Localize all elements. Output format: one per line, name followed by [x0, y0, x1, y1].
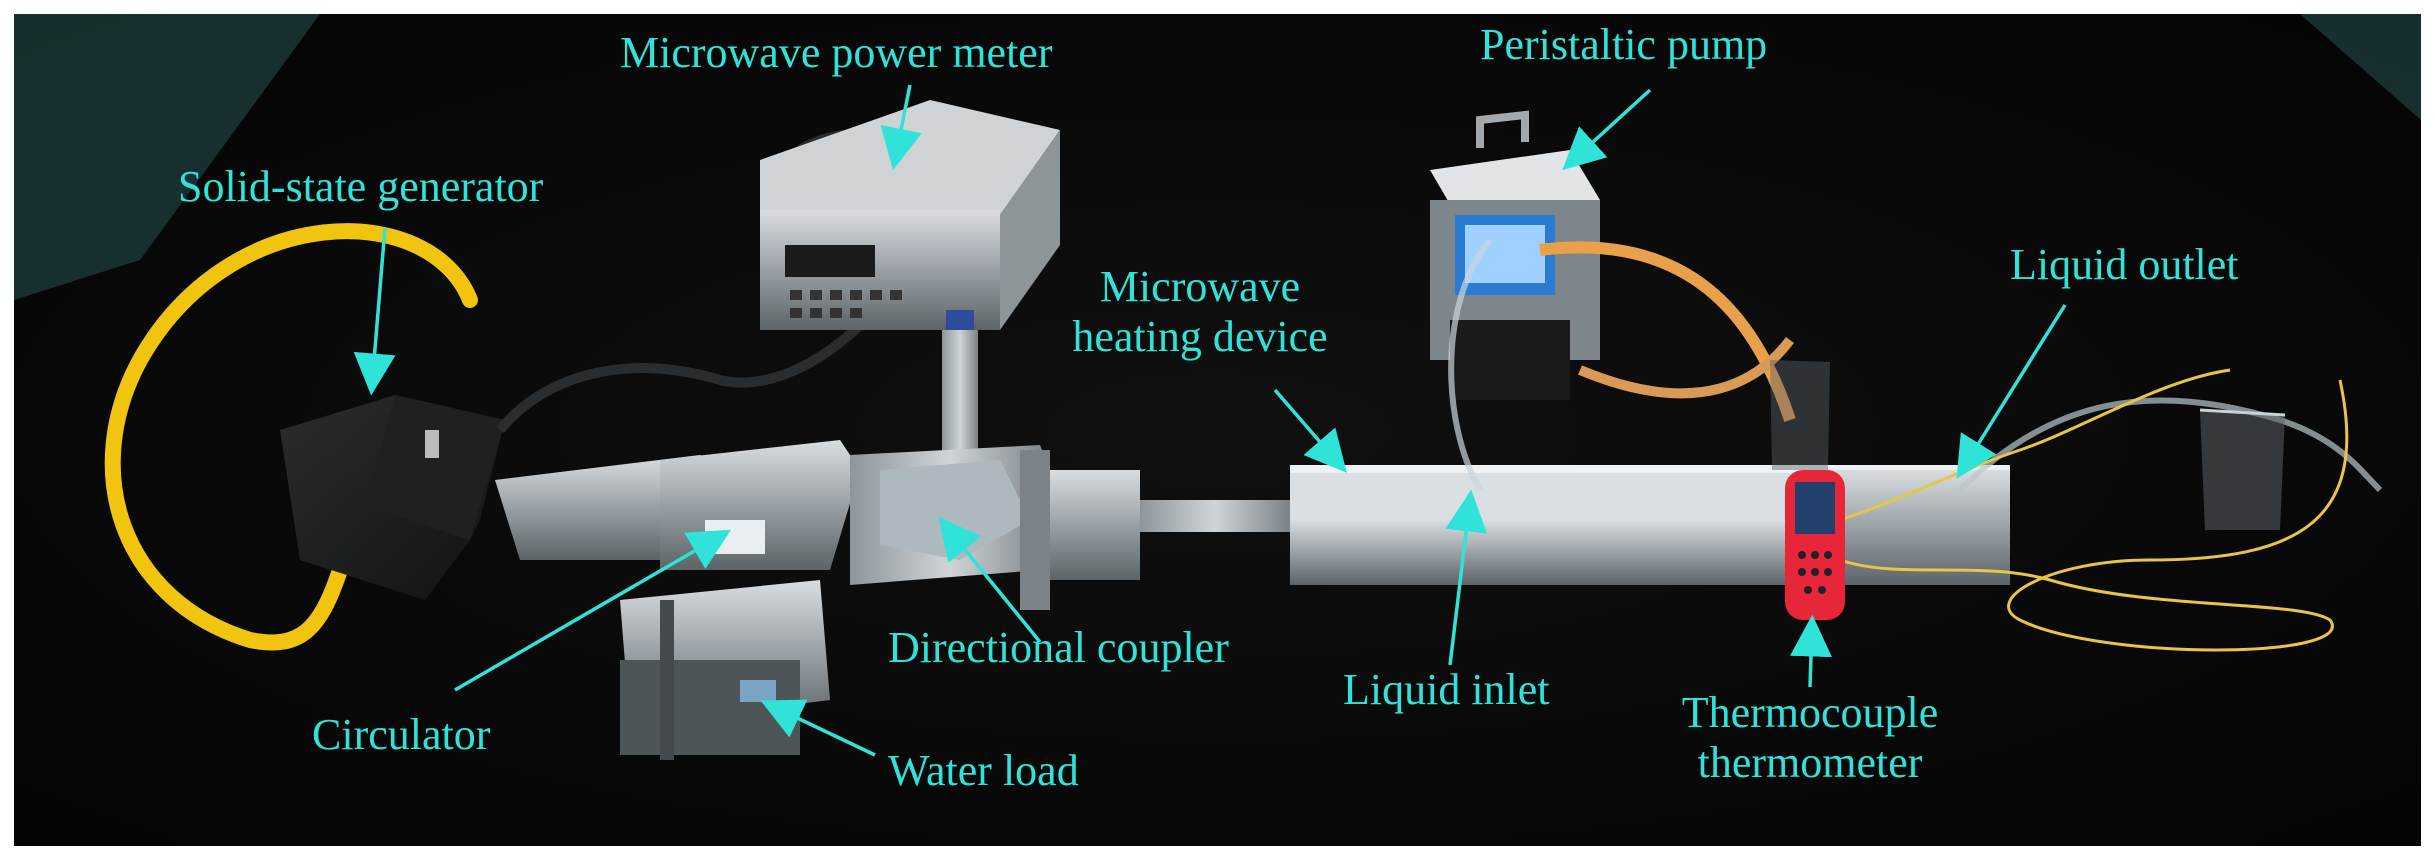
arrow-solid-state-generator	[353, 227, 396, 396]
label-microwave-heating-device: Microwave heating device	[1030, 262, 1370, 362]
arrow-peristaltic-pump	[1562, 88, 1652, 171]
arrow-microwave-power-meter	[880, 84, 922, 171]
label-thermocouple-thermometer-line1: Thermocouple	[1681, 688, 1939, 737]
label-liquid-inlet: Liquid inlet	[1343, 665, 1550, 714]
label-thermocouple-thermometer: Thermocouple thermometer	[1630, 688, 1990, 788]
label-circulator: Circulator	[312, 710, 491, 759]
arrow-liquid-inlet	[1445, 489, 1488, 666]
label-microwave-heating-device-line2: heating device	[1072, 312, 1328, 361]
label-peristaltic-pump: Peristaltic pump	[1480, 20, 1768, 69]
label-microwave-power-meter: Microwave power meter	[620, 28, 1053, 77]
label-solid-state-generator: Solid-state generator	[178, 162, 544, 211]
arrow-liquid-outlet	[1956, 304, 2067, 479]
arrow-directional-coupler	[938, 516, 1042, 644]
arrow-thermocouple-thermometer	[1789, 614, 1832, 688]
label-liquid-outlet: Liquid outlet	[2010, 240, 2239, 289]
label-thermocouple-thermometer-line2: thermometer	[1697, 738, 1923, 787]
arrow-circulator	[454, 529, 732, 692]
arrow-water-load	[760, 699, 876, 757]
label-water-load: Water load	[888, 746, 1079, 795]
label-directional-coupler: Directional coupler	[888, 623, 1229, 672]
arrow-microwave-heating-device	[1273, 388, 1347, 473]
label-microwave-heating-device-line1: Microwave	[1099, 262, 1301, 311]
